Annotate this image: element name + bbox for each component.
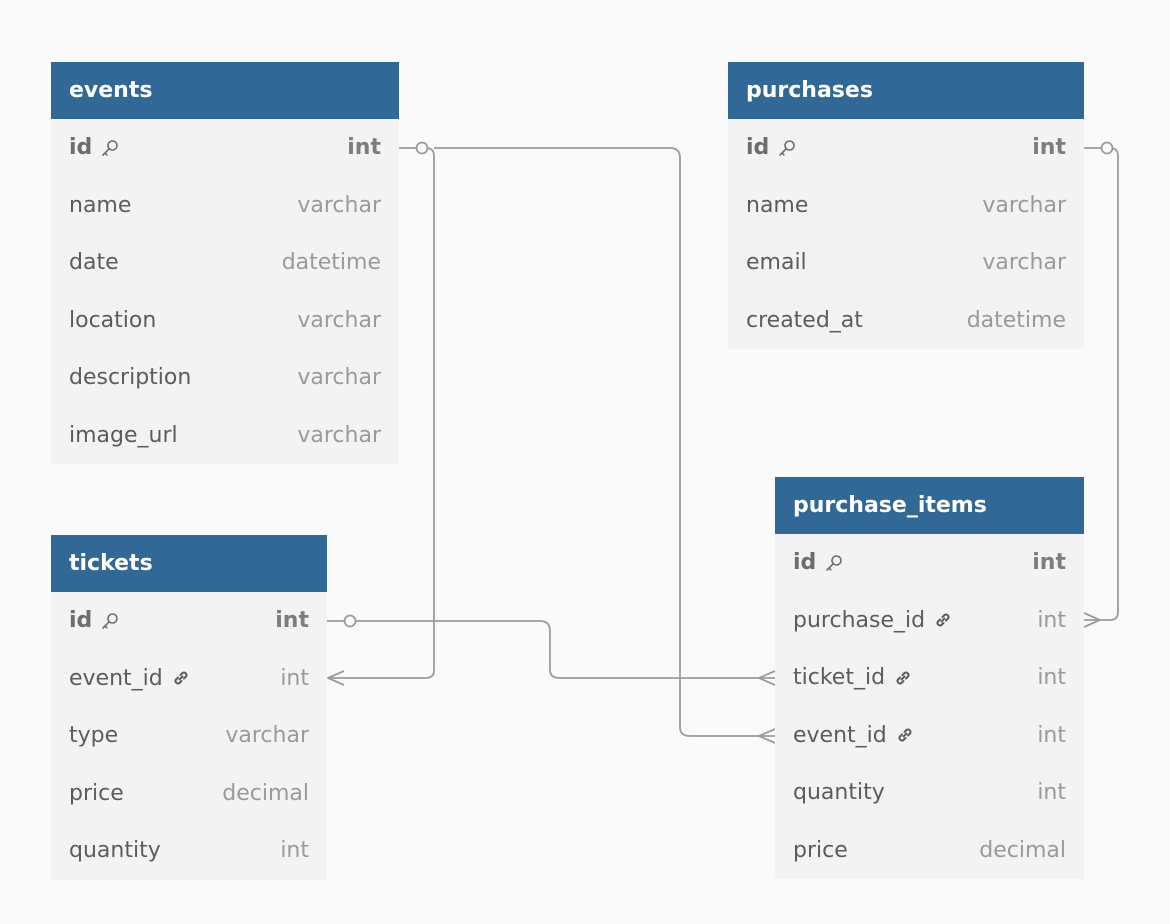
table-row[interactable]: event_id int [775,707,1084,765]
many-end-marker [1083,612,1103,628]
column-type: varchar [297,365,381,391]
column-type: int [1037,607,1066,633]
table-row[interactable]: image_url varchar [51,407,399,465]
key-icon [777,138,797,158]
column-name: image_url [69,422,178,448]
column-type: decimal [222,780,309,806]
column-name: id [69,135,93,161]
column-name: name [746,192,809,218]
table-row[interactable]: date datetime [51,234,399,292]
table-row[interactable]: id int [51,592,327,650]
column-name: id [793,550,817,576]
column-name: date [69,250,119,276]
table-row[interactable]: location varchar [51,292,399,350]
column-name: location [69,307,157,333]
many-end-marker [756,728,776,744]
connector-events-tickets [328,147,435,679]
connector-tickets-purchase-items [327,620,775,679]
table-header[interactable]: events [51,62,399,119]
table-row[interactable]: purchase_id int [775,592,1084,650]
table-row[interactable]: created_at datetime [728,292,1084,350]
column-type: varchar [297,422,381,448]
link-icon [933,610,953,630]
key-icon [100,138,120,158]
column-type: varchar [225,723,309,749]
column-name: id [746,135,770,161]
column-name: event_id [69,665,163,691]
link-icon [895,725,915,745]
column-name: type [69,723,119,749]
many-end-marker [756,670,776,686]
column-type: varchar [297,192,381,218]
column-type: int [347,135,381,161]
column-type: int [1037,722,1066,748]
table-row[interactable]: description varchar [51,349,399,407]
column-type: varchar [297,307,381,333]
column-type: int [280,838,309,864]
table-row[interactable]: name varchar [51,177,399,235]
column-type: int [280,665,309,691]
table-row[interactable]: event_id int [51,650,327,708]
column-type: int [1037,665,1066,691]
column-name: name [69,192,132,218]
table-row[interactable]: ticket_id int [775,649,1084,707]
column-type: varchar [982,250,1066,276]
link-icon [893,668,913,688]
table-row[interactable]: id int [775,534,1084,592]
table-row[interactable]: name varchar [728,177,1084,235]
table-header[interactable]: purchase_items [775,477,1084,534]
key-icon [100,611,120,631]
column-name: email [746,250,807,276]
column-name: price [69,780,124,806]
one-end-marker [343,614,357,628]
table-row[interactable]: price decimal [51,765,327,823]
column-type: datetime [281,250,381,276]
one-end-marker [1100,141,1114,155]
column-name: id [69,608,93,634]
connector-events-purchase-items [434,147,775,737]
purchase-items-table[interactable]: purchase_items id int purchase_id int ti… [775,477,1084,879]
table-row[interactable]: quantity int [775,764,1084,822]
link-icon [171,668,191,688]
table-row[interactable]: email varchar [728,234,1084,292]
column-name: event_id [793,722,887,748]
column-type: int [275,608,309,634]
one-end-marker [415,141,429,155]
column-type: int [1032,550,1066,576]
column-name: description [69,365,192,391]
column-type: int [1037,780,1066,806]
connector-purchases-purchase-items [1084,147,1119,621]
table-row[interactable]: id int [51,119,399,177]
column-name: price [793,837,848,863]
column-name: ticket_id [793,665,886,691]
key-icon [824,553,844,573]
events-table[interactable]: events id int name varchar date datetime… [51,62,399,464]
table-header[interactable]: purchases [728,62,1084,119]
column-name: purchase_id [793,607,926,633]
column-name: quantity [69,838,161,864]
column-type: varchar [982,192,1066,218]
column-name: created_at [746,307,863,333]
column-type: int [1032,135,1066,161]
table-row[interactable]: type varchar [51,707,327,765]
purchases-table[interactable]: purchases id int name varchar email varc… [728,62,1084,349]
table-row[interactable]: price decimal [775,822,1084,880]
table-header[interactable]: tickets [51,535,327,592]
column-name: quantity [793,780,885,806]
table-row[interactable]: id int [728,119,1084,177]
tickets-table[interactable]: tickets id int event_id int type varchar… [51,535,327,880]
table-row[interactable]: quantity int [51,822,327,880]
many-end-marker [325,670,345,686]
column-type: decimal [979,837,1066,863]
column-type: datetime [966,307,1066,333]
